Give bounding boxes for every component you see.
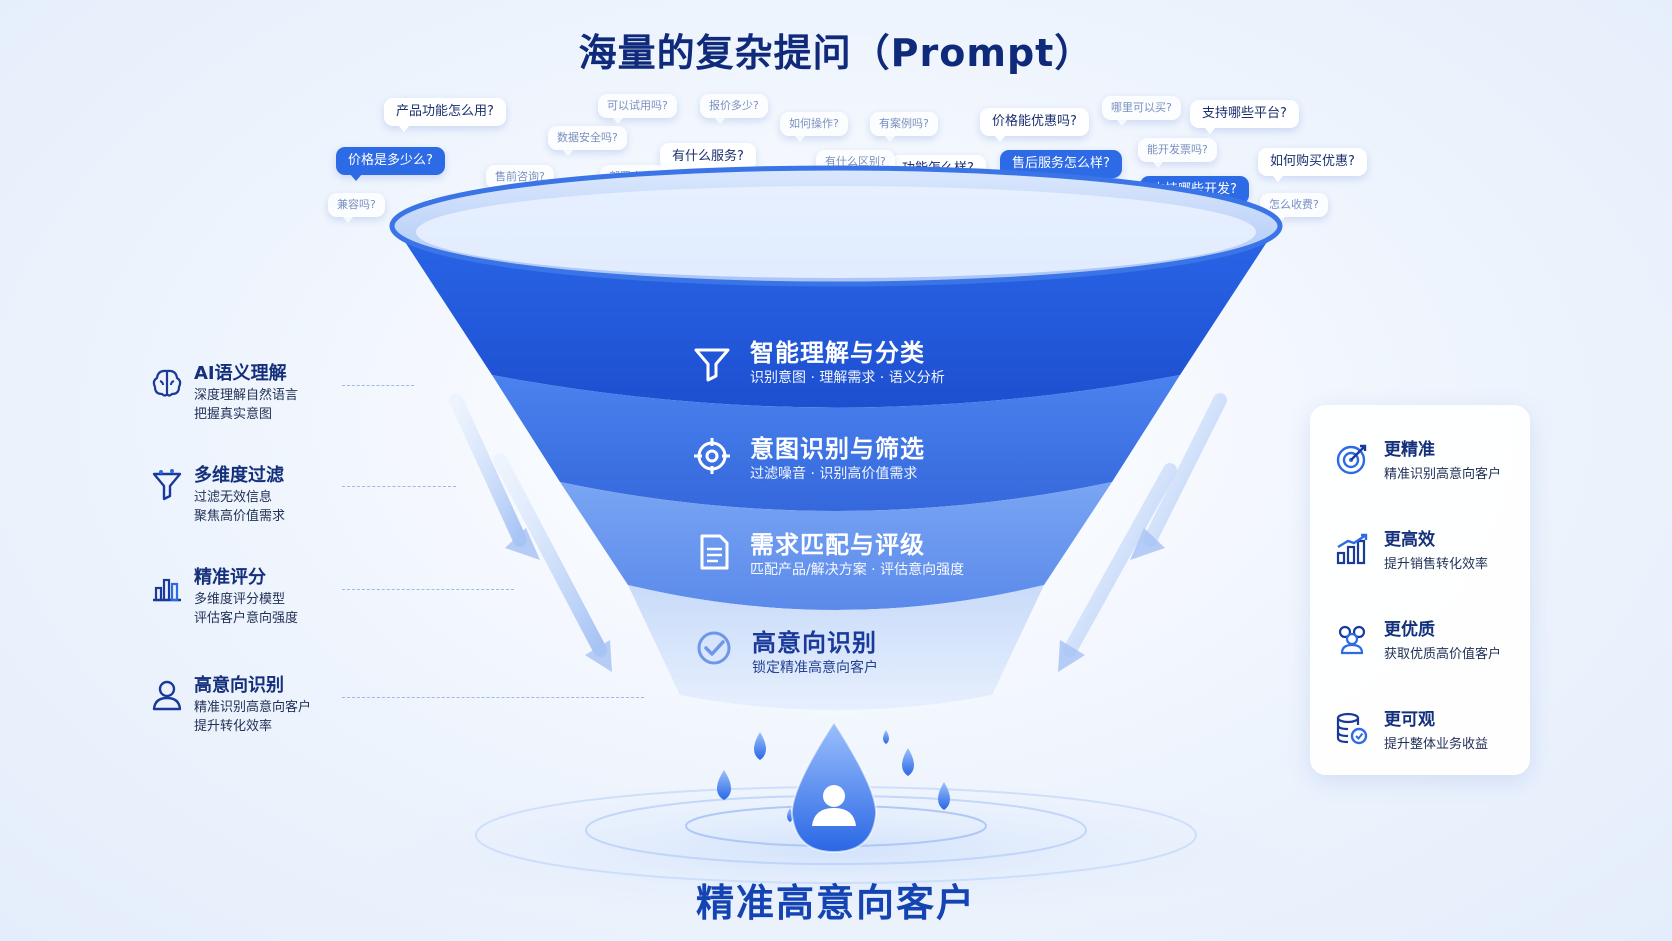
- left-item-line: 深度理解自然语言: [194, 388, 299, 403]
- prompt-bubble: 价格能优惠吗?: [980, 108, 1089, 142]
- prompt-bubble: 有案例吗?: [870, 112, 938, 142]
- left-item-title: 高意向识别: [194, 675, 284, 696]
- funnel-stage-4: [628, 585, 1044, 710]
- stage-title: 意图识别与筛选: [750, 435, 925, 463]
- user-icon: [152, 680, 182, 711]
- benefit-title: 更高效: [1384, 530, 1435, 550]
- funnel-stage-2: [492, 375, 1180, 511]
- left-item-line: 评估客户意向强度: [194, 611, 299, 626]
- connector-line: [342, 697, 644, 698]
- left-item-line: 提升转化效率: [194, 719, 273, 734]
- stage-title: 需求匹配与评级: [750, 531, 925, 559]
- connector-line: [342, 486, 456, 487]
- funnel-stage-3: [560, 482, 1112, 610]
- stage-3-label: 需求匹配与评级 匹配产品/解决方案 · 评估意向强度: [750, 530, 964, 580]
- prompt-bubble: 如何操作?: [780, 112, 848, 142]
- prompt-bubble: 可以试用吗?: [598, 94, 677, 124]
- stage-subtitle: 识别意图 · 理解需求 · 语义分析: [750, 370, 945, 386]
- stage-1-label: 智能理解与分类 识别意图 · 理解需求 · 语义分析: [750, 338, 945, 388]
- funnel-opening: [416, 186, 1256, 278]
- benefit-subtitle: 提升销售转化效率: [1384, 557, 1489, 572]
- left-item-title: AI语义理解: [194, 363, 287, 384]
- result-title: 精准高意向客户: [695, 881, 976, 925]
- stage-title: 高意向识别: [752, 629, 877, 657]
- bar-chart-icon: [153, 578, 181, 602]
- benefits-card: 更精准 精准识别高意向客户 更高效 提升销售转化效率 更优质 获取优质高价值客户…: [1310, 405, 1530, 775]
- flow-arrow-heads: [505, 528, 1165, 672]
- crosshair-icon: [694, 438, 730, 474]
- benefit-subtitle: 精准识别高意向客户: [1384, 467, 1502, 482]
- stage-title: 智能理解与分类: [750, 339, 925, 367]
- left-item-line: 多维度评分模型: [194, 592, 286, 607]
- droplets: [717, 730, 950, 822]
- prompt-bubble: 数据安全吗?: [548, 126, 627, 156]
- benefit-subtitle: 提升整体业务收益: [1384, 737, 1489, 752]
- left-item-line: 聚焦高价值需求: [194, 509, 286, 524]
- prompt-bubble: 如何购买优惠?: [1258, 148, 1367, 182]
- stage-subtitle: 过滤噪音 · 识别高价值需求: [750, 466, 918, 482]
- benefit-title: 更优质: [1384, 620, 1435, 640]
- document-icon: [700, 534, 729, 570]
- flow-arrows: [449, 393, 1227, 657]
- stage-4-label: 高意向识别 锁定精准高意向客户: [752, 628, 878, 678]
- prompt-bubble: 价格是多少么?: [336, 147, 445, 181]
- connector-line: [342, 589, 514, 590]
- left-item-line: 过滤无效信息: [194, 490, 273, 505]
- stage-2-label: 意图识别与筛选 过滤噪音 · 识别高价值需求: [750, 434, 925, 484]
- page-title: 海量的复杂提问（Prompt）: [578, 31, 1094, 75]
- prompt-bubble: 报价多少?: [700, 94, 768, 124]
- customer-user-icon: [812, 785, 856, 826]
- left-item-line: 精准识别高意向客户: [194, 700, 312, 715]
- prompt-bubble: 哪里可以买?: [1102, 96, 1181, 126]
- target-icon: [1336, 444, 1367, 475]
- left-item-title: 多维度过滤: [194, 465, 284, 486]
- prompt-bubble: 产品功能怎么用?: [384, 98, 506, 132]
- prompt-bubble: 支持哪些平台?: [1190, 100, 1299, 134]
- brain-icon: [152, 369, 182, 397]
- check-circle-icon: [697, 631, 731, 665]
- left-item-title: 精准评分: [194, 567, 266, 588]
- growth-chart-icon: [1336, 533, 1368, 565]
- left-item-line: 把握真实意图: [194, 407, 273, 422]
- prompt-bubble: 兼容吗?: [328, 193, 385, 223]
- coins-icon: [1336, 712, 1368, 745]
- funnel-icon: [694, 348, 730, 382]
- stage-subtitle: 锁定精准高意向客户: [752, 660, 878, 676]
- prompt-bubble: 能开发票吗?: [1138, 138, 1217, 168]
- benefit-title: 更精准: [1384, 440, 1435, 460]
- connector-line: [342, 385, 414, 386]
- team-icon: [1338, 625, 1366, 655]
- filter-icon: [152, 469, 182, 501]
- stage-subtitle: 匹配产品/解决方案 · 评估意向强度: [750, 562, 965, 578]
- benefit-subtitle: 获取优质高价值客户: [1384, 647, 1502, 662]
- benefit-title: 更可观: [1384, 710, 1435, 730]
